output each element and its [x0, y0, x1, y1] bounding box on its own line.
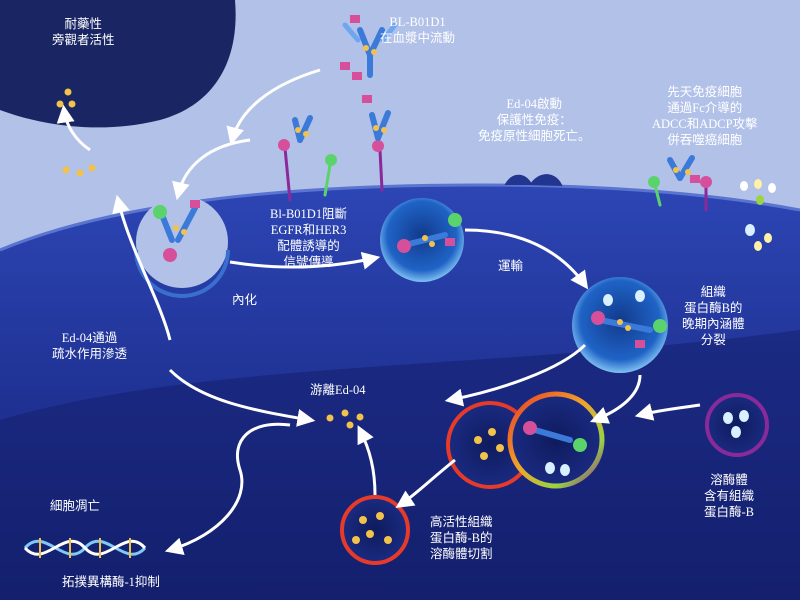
lysosome-label: 溶酶體 含有組織 蛋白酶-B [704, 472, 754, 520]
innate-label: 先天免疫細胞 通過Fc介導的 ADCC和ADCP攻擊 併吞噬癌細胞 [652, 84, 758, 148]
transport-label: 運輸 [498, 259, 524, 273]
immunity-line-2: 保護性免疫： [496, 113, 572, 127]
high-activity-lysosome [340, 495, 410, 565]
high-activity-line-3: 溶酶體切割 [430, 547, 493, 561]
process-arrows [56, 68, 701, 555]
bystander-line-2: 旁觀者活性 [52, 33, 115, 47]
block-line-4: 信號傳導 [283, 255, 334, 269]
block-line-3: 配體誘導的 [277, 239, 340, 253]
fc-immune-antibodies [648, 155, 712, 212]
permeate-label: Ed-04通過 疏水作用滲透 [52, 330, 127, 362]
apoptosis-label: 細胞凋亡 [50, 499, 101, 513]
high-activity-line-2: 蛋白酶-B的 [430, 531, 493, 545]
high-activity-label: 高活性組織 蛋白酶-B的 溶酶體切割 [430, 514, 493, 562]
innate-line-1: 先天免疫細胞 [667, 85, 743, 99]
free-payload-label: 游離Ed-04 [310, 383, 366, 397]
adc-receptor-complex-1 [278, 115, 337, 202]
block-line-2: EGFR和HER3 [270, 223, 347, 237]
high-activity-line-1: 高活性組織 [430, 515, 493, 529]
late-endosome-line-3: 晚期內涵體 [682, 317, 745, 331]
block-line-1: Bl-B01D1阻斷 [270, 207, 348, 221]
permeate-line-2: 疏水作用滲透 [52, 347, 128, 361]
released-fragments [740, 179, 776, 251]
internalize-label: 內化 [232, 293, 258, 307]
late-endosome-line-2: 蛋白酶B的 [684, 301, 743, 315]
immunity-label: Ed-04啟動 保護性免疫： 免疫原性細胞死亡。 [478, 96, 591, 144]
late-endosome-line-4: 分裂 [700, 333, 726, 347]
bystander-line-1: 耐藥性 [64, 17, 103, 31]
membrane-bumps [504, 174, 563, 187]
innate-line-3: ADCC和ADCP攻擊 [652, 117, 758, 131]
topo-label: 拓撲異構酶-1抑制 [62, 575, 160, 589]
internalization-pit [134, 196, 230, 298]
lysosome-line-1: 溶酶體 [710, 473, 748, 487]
late-endosome [572, 277, 668, 373]
fusing-lysosome [446, 391, 605, 489]
lysosome-line-3: 蛋白酶-B [704, 505, 755, 519]
deep-cytoplasm [0, 330, 800, 600]
early-endosome [380, 198, 464, 282]
lysosome [705, 393, 769, 457]
innate-line-4: 併吞噬癌細胞 [667, 133, 743, 147]
innate-line-2: 通過Fc介導的 [667, 101, 743, 115]
immunity-line-3: 免疫原性細胞死亡。 [478, 129, 591, 143]
bystander-label: 耐藥性 旁觀者活性 [52, 16, 115, 48]
late-endosome-line-1: 組織 [700, 285, 726, 299]
adc-receptor-complex-2 [362, 95, 391, 192]
circulation-label: BL-B01D1 在血漿中流動 [380, 14, 455, 46]
circulating-antibody [340, 15, 398, 80]
late-endosome-label: 組織 蛋白酶B的 晚期內涵體 分裂 [682, 284, 745, 348]
circulation-line-2: 在血漿中流動 [380, 31, 456, 45]
lysosome-line-2: 含有組織 [704, 489, 755, 503]
circulation-line-1: BL-B01D1 [389, 15, 446, 29]
permeate-line-1: Ed-04通過 [61, 331, 118, 345]
block-label: Bl-B01D1阻斷 EGFR和HER3 配體誘導的 信號傳導 [270, 206, 347, 270]
bystander-cell [0, 0, 236, 128]
immunity-line-1: Ed-04啟動 [506, 97, 563, 111]
dna-helix [23, 538, 147, 558]
